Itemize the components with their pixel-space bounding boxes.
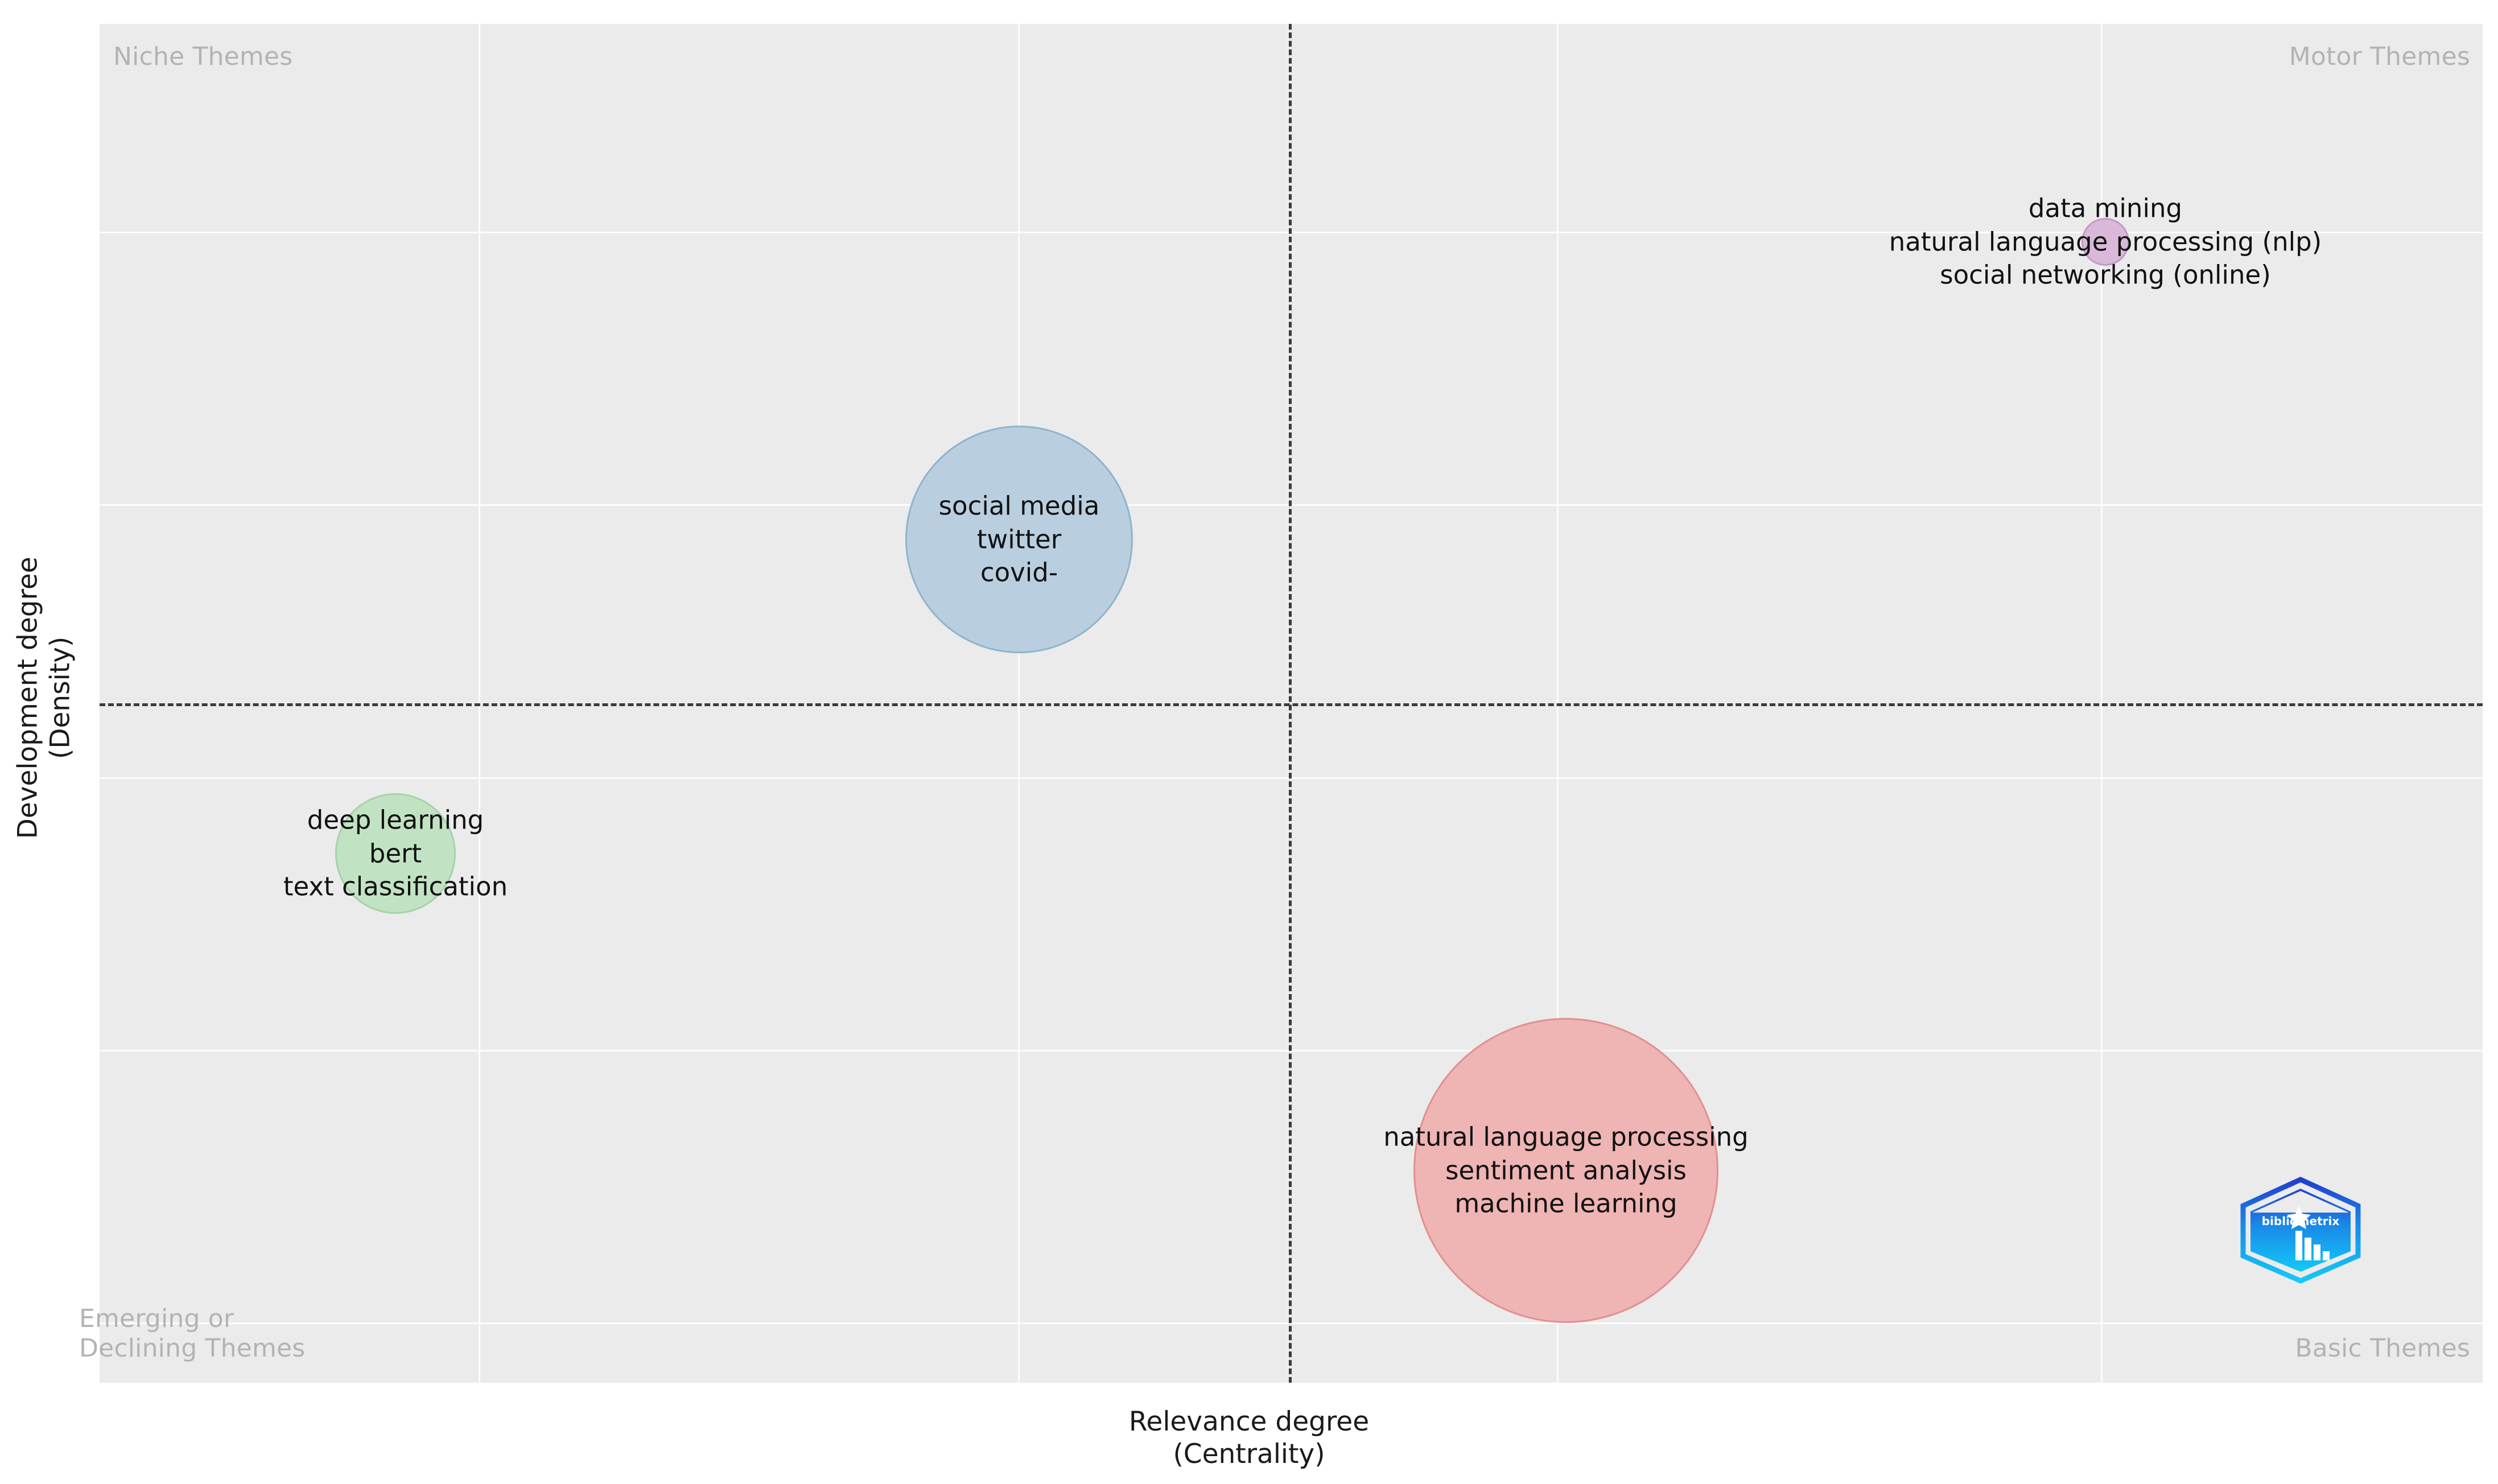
quadrant-label-emerging-declining-themes: Emerging or Declining Themes [79,1304,306,1363]
quadrant-label-basic-themes: Basic Themes [2295,1334,2470,1363]
plot-panel: Niche Themes Motor Themes Emerging or De… [79,24,2483,1383]
bibliometrix-logo-icon: bibliometrix [2236,1176,2365,1284]
horizontal-reference-line [100,703,2483,706]
bubble-data-mining[interactable] [2081,218,2129,266]
bibliometrix-wordmark: bibliometrix [2262,1214,2340,1228]
bubble-social-media[interactable] [905,426,1133,653]
y-axis-title: Development degree (Density) [12,556,76,839]
bubble-nlp[interactable] [1413,1018,1718,1323]
quadrant-label-niche-themes: Niche Themes [113,42,293,71]
quadrant-label-motor-themes: Motor Themes [2289,42,2470,71]
bubble-deep-learning[interactable] [335,793,456,914]
x-axis-title: Relevance degree (Centrality) [1128,1406,1370,1470]
